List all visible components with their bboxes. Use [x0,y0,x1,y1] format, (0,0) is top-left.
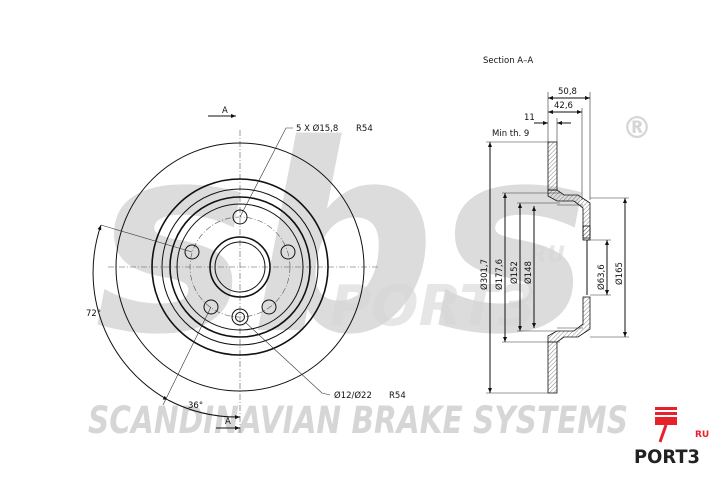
hat-wall-lower [547,296,591,343]
extra-hole-label: Ø12/Ø22 [334,390,372,401]
angle-72-label: 72° [86,309,101,319]
extra-hole-outer [231,308,249,326]
bolt-hole [261,299,277,315]
bolt-hole [203,299,219,315]
radial-line [100,224,193,253]
piston-icon [655,417,677,425]
dim-inner-diameter-2: Ø148 [523,261,534,284]
section-view: Section A–A 50,8 42,6 11 Min th. 9 Ø301,… [479,56,629,394]
extra-hole-leader [244,321,331,396]
bolt-hole [232,209,248,225]
port3-logo: RU PORT3 [634,407,709,468]
ru-watermark-text: RU [530,243,565,268]
bolt-holes-label: 5 X Ø15,8 [296,123,338,134]
bolt-hole [184,244,200,260]
bolt-holes [184,209,296,315]
center-bore [214,241,266,293]
angle-36-label: 36° [188,401,203,411]
hat-circle-3 [169,196,311,338]
sbs-watermark: sbs ® PORT3 RU SCANDINAVIAN BRAKE SYSTEM… [88,90,652,442]
connecting-rod-icon [658,424,668,443]
dim-overall-height: 50,8 [558,87,577,97]
friction-ring-lower [547,341,558,394]
center-bore-outer [209,236,271,298]
dim-thickness: 11 [524,113,535,123]
dim-inner-diameter-1: Ø152 [509,261,520,284]
hub-face-circle [176,203,304,331]
section-title: Section A–A [483,56,533,66]
extra-hole-inner [235,312,245,322]
dim-disc-diameter: Ø301,7 [479,259,490,290]
hub-face-upper [582,225,591,241]
sbs-watermark-text: sbs [95,90,591,392]
dim-center-bore: Ø63,6 [596,264,607,290]
extra-hole-radius: R54 [389,391,406,401]
dim-hub-face-diameter: Ø165 [614,262,625,285]
section-marker-top: A [222,106,228,116]
piston-ring-icon [655,407,677,410]
bolt-hole [280,244,296,260]
section-marker-bottom: A [225,417,231,427]
registered-mark: ® [622,111,652,146]
diameter-dimensions: Ø301,7 Ø177,6 Ø152 Ø148 Ø63,6 Ø165 [479,141,629,394]
dim-min-thickness: Min th. 9 [492,129,529,139]
dim-hat-diameter: Ø177,6 [494,259,505,290]
friction-ring-upper [547,141,558,191]
angle-36-arc [167,399,241,420]
front-view: 72° 36° A A 5 X Ø15,8 R54 Ø12/Ø22 R54 [86,106,406,435]
dim-hat-depth: 42,6 [554,101,573,111]
radial-line [162,306,212,406]
angle-72-arc [92,224,169,401]
port3-watermark-text: PORT3 [330,274,536,339]
logo-name: PORT3 [634,446,700,468]
bolt-holes-radius: R54 [356,124,373,134]
piston-ring-icon [655,412,677,415]
bolt-hole-leader [239,127,293,218]
logo-suffix: RU [695,430,709,440]
tagline-watermark: SCANDINAVIAN BRAKE SYSTEMS [88,399,628,442]
